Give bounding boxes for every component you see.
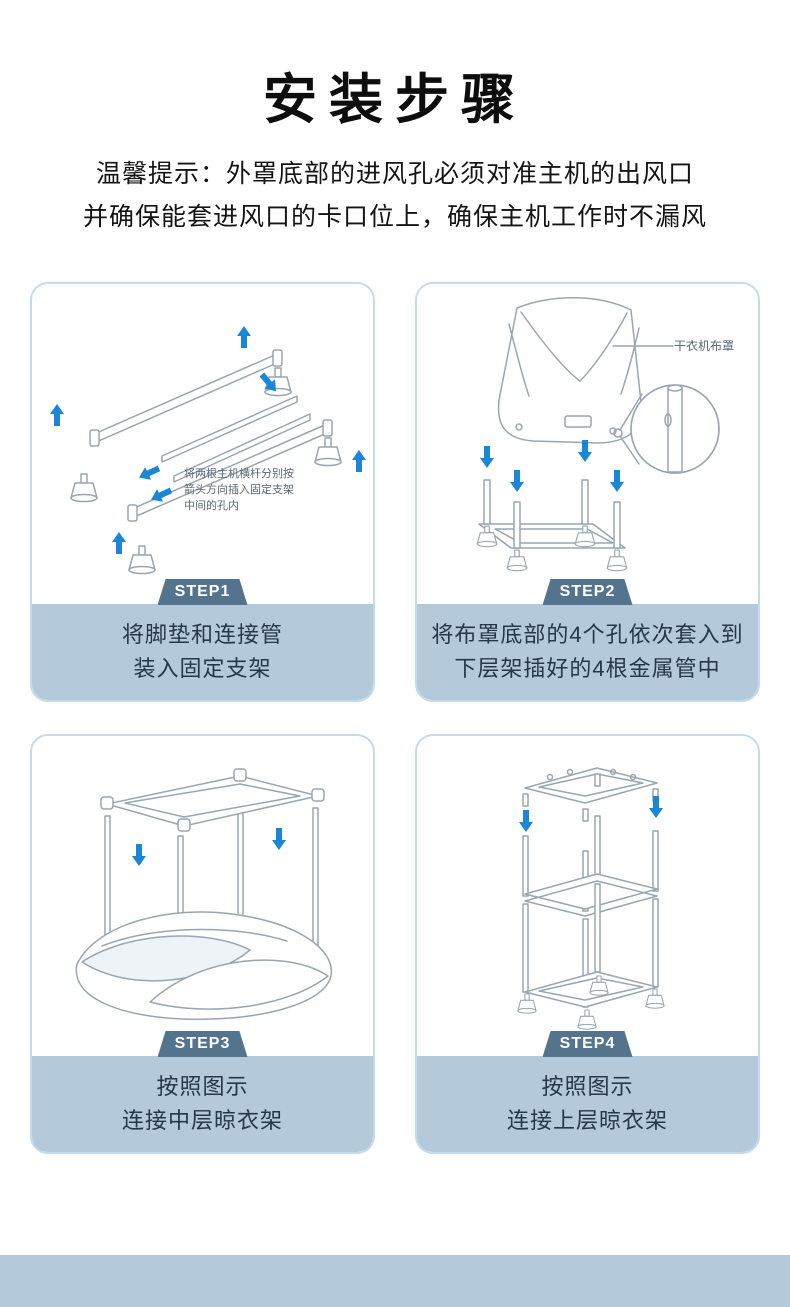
step2-illustration: 干衣机布罩 (417, 284, 758, 604)
tip-line-1: 温馨提示：外罩底部的进风孔必须对准主机的出风口 (95, 160, 694, 188)
step2-desc-line2: 下层架插好的4根金属管中 (454, 656, 721, 681)
direction-arrow-icons (480, 440, 624, 492)
footer-band (0, 1255, 790, 1307)
step2-badge: STEP2 (542, 579, 633, 605)
step1-description: 将脚垫和连接管 装入固定支架 (122, 618, 283, 686)
step1-card: 将两根主机横杆分别按 箭头方向插入固定支架 中间的孔内 STEP1 将脚垫和连接… (30, 282, 375, 702)
step2-description: 将布罩底部的4个孔依次套入到 下层架插好的4根金属管中 (431, 618, 743, 686)
step2-card: 干衣机布罩 STEP2 将布罩底部的4个孔依次套入到 下层架插好的4根金属管中 (415, 282, 760, 702)
instruction-page: 安装步骤 温馨提示：外罩底部的进风孔必须对准主机的出风口 并确保能套进风口的卡口… (0, 55, 790, 1307)
step4-badge: STEP4 (542, 1031, 633, 1057)
magnifier-circle-icon (613, 384, 720, 474)
step1-desc-line2: 装入固定支架 (133, 656, 272, 681)
fabric-pile (75, 911, 333, 1021)
step2-diagram (476, 297, 720, 572)
step3-description: 按照图示 连接中层晾衣架 (122, 1070, 283, 1138)
step1-badge: STEP1 (157, 579, 248, 605)
steps-grid: 将两根主机横杆分别按 箭头方向插入固定支架 中间的孔内 STEP1 将脚垫和连接… (0, 282, 790, 1154)
step1-panel: STEP1 将脚垫和连接管 装入固定支架 (32, 579, 373, 700)
step3-diagram (75, 768, 333, 1021)
step4-panel: STEP4 按照图示 连接上层晾衣架 (417, 1031, 758, 1152)
step3-badge: STEP3 (157, 1031, 248, 1057)
step2-panel: STEP2 将布罩底部的4个孔依次套入到 下层架插好的4根金属管中 (417, 579, 758, 700)
step4-diagram (517, 767, 665, 1030)
step4-desc-line2: 连接上层晾衣架 (506, 1108, 668, 1133)
step4-card: STEP4 按照图示 连接上层晾衣架 (415, 734, 760, 1154)
step3-desc-line1: 按照图示 (156, 1074, 249, 1099)
middle-frame (524, 873, 658, 917)
direction-arrow-icons (132, 828, 286, 866)
fabric-cover (497, 297, 643, 444)
step4-desc-line1: 按照图示 (541, 1074, 634, 1099)
step3-card: STEP3 按照图示 连接中层晾衣架 (30, 734, 375, 1154)
base-frame-rails (89, 349, 333, 522)
step1-desc-line1: 将脚垫和连接管 (121, 622, 283, 647)
step3-panel: STEP3 按照图示 连接中层晾衣架 (32, 1031, 373, 1152)
step2-annotation: 干衣机布罩 (674, 339, 735, 353)
lower-rack-base (476, 479, 628, 572)
step1-annotation: 将两根主机横杆分别按 箭头方向插入固定支架 中间的孔内 (184, 468, 294, 512)
step3-illustration (32, 736, 373, 1056)
step3-desc-line2: 连接中层晾衣架 (121, 1108, 283, 1133)
connecting-tubes (161, 395, 311, 483)
step4-description: 按照图示 连接上层晾衣架 (507, 1070, 668, 1138)
step1-illustration: 将两根主机横杆分别按 箭头方向插入固定支架 中间的孔内 (32, 284, 373, 604)
tip-line-2: 并确保能套进风口的卡口位上，确保主机工作时不漏风 (82, 203, 707, 231)
top-hanger-frame (522, 767, 659, 822)
page-title: 安装步骤 (263, 70, 527, 130)
step2-desc-line1: 将布罩底部的4个孔依次套入到 (431, 622, 744, 647)
bottom-base (517, 971, 665, 1030)
step4-illustration (417, 736, 758, 1056)
step1-diagram (50, 326, 366, 575)
middle-rack-frame (100, 768, 325, 832)
